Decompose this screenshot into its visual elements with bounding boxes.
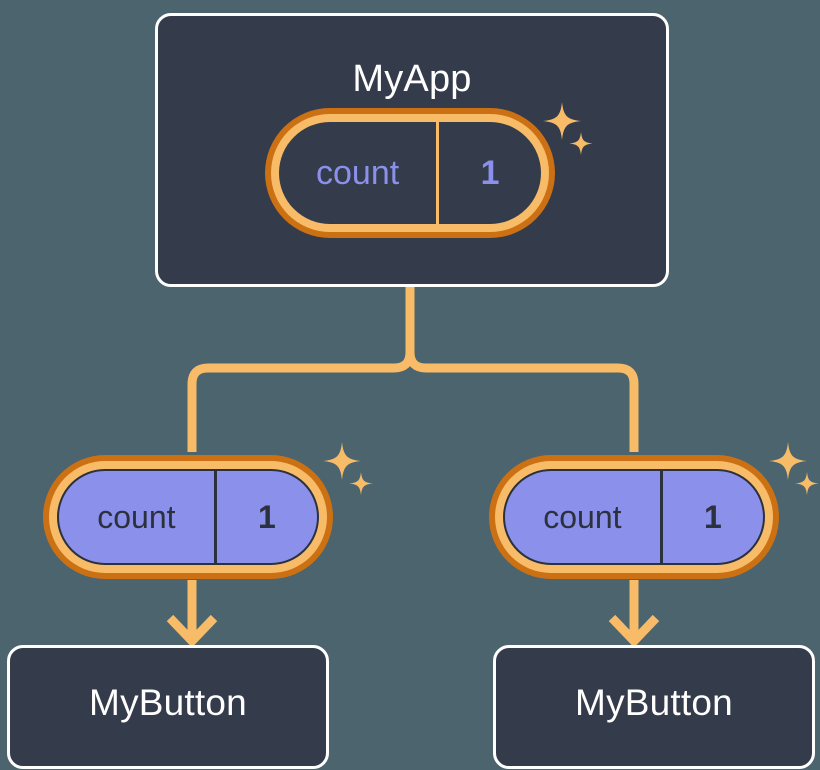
signal-value: 1 bbox=[659, 471, 763, 563]
sparkle-icon bbox=[323, 442, 361, 480]
connector-branch-left bbox=[187, 351, 415, 452]
sparkle-icon bbox=[769, 442, 807, 480]
signal-name: count bbox=[97, 498, 176, 535]
signal-name: count bbox=[316, 153, 400, 192]
signal-pill-ring: count 1 bbox=[49, 461, 327, 573]
arrow-down-icon-right bbox=[608, 614, 660, 648]
signal-pill-ring: count 1 bbox=[495, 461, 773, 573]
signal-pill-child-left[interactable]: count 1 bbox=[43, 455, 333, 579]
sparkle-icon bbox=[349, 472, 373, 495]
panel-mybutton-left-title: MyButton bbox=[89, 682, 247, 723]
signal-pill-core: count 1 bbox=[57, 469, 319, 565]
connector-branch-right bbox=[405, 351, 639, 452]
panel-mybutton-left[interactable]: MyButton bbox=[7, 645, 329, 769]
sparkle-icon bbox=[795, 472, 819, 495]
arrow-down-icon-left bbox=[166, 614, 218, 648]
signal-pill-core: count 1 bbox=[279, 122, 541, 224]
signal-value: 1 bbox=[213, 471, 317, 563]
signal-pill-myapp[interactable]: count 1 bbox=[265, 108, 555, 238]
signal-pill-ring: count 1 bbox=[271, 114, 549, 232]
panel-mybutton-right[interactable]: MyButton bbox=[493, 645, 815, 769]
panel-myapp-title: MyApp bbox=[352, 58, 472, 100]
panel-mybutton-right-title: MyButton bbox=[575, 682, 733, 723]
signal-value: 1 bbox=[436, 122, 541, 224]
signal-pill-child-right[interactable]: count 1 bbox=[489, 455, 779, 579]
signal-name: count bbox=[543, 498, 622, 535]
signal-pill-core: count 1 bbox=[503, 469, 765, 565]
